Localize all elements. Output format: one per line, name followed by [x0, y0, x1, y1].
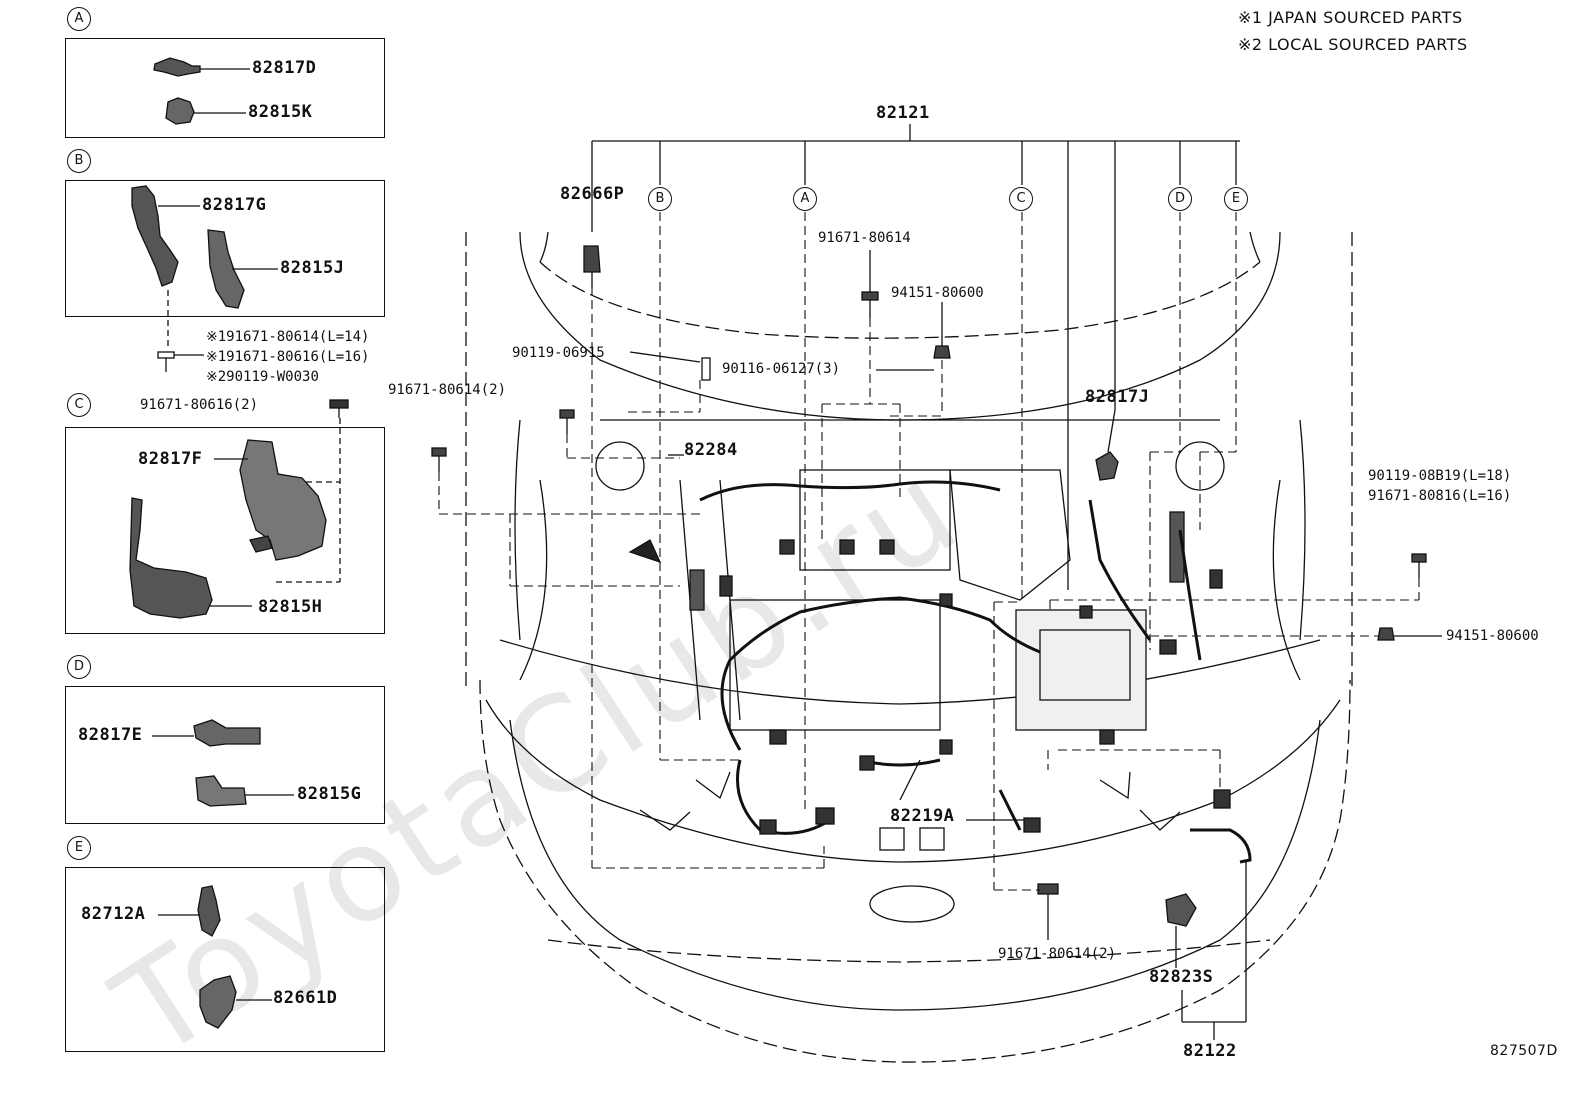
inset-D-box [65, 686, 385, 824]
bolt-90119-08B19 [1411, 553, 1427, 578]
part-82661D-drawing [199, 975, 272, 1029]
bolt-B-mark-1: ※1 [206, 329, 227, 345]
bolt-B-mark-3: ※2 [206, 369, 227, 385]
engine-bay [595, 419, 1225, 731]
stud-90116 [701, 357, 711, 381]
nut-label-94151-80600-right: 94151-80600 [1446, 628, 1539, 644]
body-outline [479, 419, 1351, 1063]
bolt-B-mark-2: ※1 [206, 349, 227, 365]
part-label-82817G: 82817G [202, 195, 267, 215]
bolt-B-num-1: 91671-80614 [226, 329, 319, 345]
part-label-82284: 82284 [684, 440, 738, 460]
bolt-90119-08B19-len: (L=18) [1460, 468, 1512, 484]
part-82815K-drawing [165, 97, 246, 125]
bolt-B-num-3: 90119-W0030 [226, 369, 319, 385]
bolt-B-len-1: (L=14) [318, 329, 370, 345]
part-82817G-drawing [131, 185, 200, 287]
harness-label-82121: 82121 [876, 103, 930, 123]
part-label-82219A: 82219A [890, 806, 955, 826]
nut-label-94151-80600-top: 94151-80600 [891, 285, 984, 301]
inset-D-letter: D [67, 655, 91, 679]
part-label-82666P: 82666P [560, 184, 625, 204]
bolt-90119-06915 [559, 409, 575, 434]
bolt-91671-80816-len: (L=16) [1460, 488, 1512, 504]
bolt-C-drawing [329, 399, 349, 418]
bolt-label-91671-80614: 91671-80614 [818, 230, 911, 246]
inset-B-box [65, 180, 385, 317]
part-label-82712A: 82712A [81, 904, 146, 924]
part-82815J-drawing [207, 229, 278, 309]
stud-label-90116-06127: 90116-06127(3) [722, 361, 841, 377]
bolt-91671-80614-top [861, 291, 879, 318]
bolt-label-90119-08B19: 90119-08B19(L=18) [1368, 469, 1511, 483]
solid-leaders [629, 250, 1247, 1040]
part-82823S-drawing [1165, 893, 1197, 968]
part-label-82817F: 82817F [138, 449, 203, 469]
part-label-82815H: 82815H [258, 597, 323, 617]
part-82666P-drawing [583, 245, 601, 288]
inset-A-letter: A [67, 7, 91, 31]
part-82712A-drawing [158, 885, 221, 937]
bolt-label-91671-80614-2-bottom: 91671-80614(2) [998, 946, 1117, 962]
callout-C: C [1009, 187, 1033, 211]
part-label-82122: 82122 [1183, 1041, 1237, 1061]
bolt-label-90119-06915: 90119-06915 [512, 345, 605, 361]
bolt-90119-08B19-num: 90119-08B19 [1368, 468, 1461, 484]
bolt-label-91671-80614-2-left: 91671-80614(2) [388, 382, 507, 398]
part-label-82815G: 82815G [297, 784, 362, 804]
nut-94151-top [933, 345, 951, 359]
inset-A-box [65, 38, 385, 138]
part-82815G-drawing [195, 775, 294, 807]
bolt-label-91671-80616-2: 91671-80616(2) [140, 397, 259, 413]
part-82817E-drawing [152, 719, 261, 747]
bolt-91671-bottom [1037, 883, 1059, 895]
part-label-82823S: 82823S [1149, 967, 1214, 987]
part-82817J-drawing [1095, 451, 1119, 481]
bolt-B-option-2: ※191671-80616(L=16) [206, 350, 369, 364]
part-label-82815K: 82815K [248, 102, 313, 122]
nut-94151-right [1377, 627, 1442, 641]
part-label-82815J: 82815J [280, 258, 345, 278]
inset-C-letter: C [67, 393, 91, 417]
connectors [719, 539, 1231, 835]
dashed-leaders [438, 212, 1420, 891]
part-label-82661D: 82661D [273, 988, 338, 1008]
bolt-B-option-1: ※191671-80614(L=14) [206, 330, 369, 344]
callout-D: D [1168, 187, 1192, 211]
note-japan-sourced: ※1 JAPAN SOURCED PARTS [1238, 8, 1463, 27]
diagram-id: 827507D [1490, 1043, 1558, 1059]
bolt-label-91671-80816: 91671-80816(L=16) [1368, 489, 1511, 503]
bolt-B-num-2: 91671-80616 [226, 349, 319, 365]
callout-E: E [1224, 187, 1248, 211]
part-82817F-drawing [214, 439, 327, 561]
inset-B-letter: B [67, 149, 91, 173]
part-label-82817E: 82817E [78, 725, 143, 745]
inset-E-box [65, 867, 385, 1052]
bolt-91671-80816-num: 91671-80816 [1368, 488, 1461, 504]
part-label-82817D: 82817D [252, 58, 317, 78]
harness-82121-bracket [591, 124, 1240, 590]
inset-E-letter: E [67, 836, 91, 860]
part-82817D-drawing [153, 57, 250, 77]
note-local-sourced: ※2 LOCAL SOURCED PARTS [1238, 35, 1468, 54]
bolt-B-option-3: ※290119-W0030 [206, 370, 319, 384]
callout-B: B [648, 187, 672, 211]
callout-A: A [793, 187, 817, 211]
part-label-82817J: 82817J [1085, 387, 1150, 407]
bolt-B-drawing [157, 351, 204, 372]
part-82815H-drawing [129, 497, 252, 619]
bolt-91671-left [431, 447, 447, 472]
bolt-B-len-2: (L=16) [318, 349, 370, 365]
inset-C-box [65, 427, 385, 634]
wiring-harness [699, 480, 1252, 864]
